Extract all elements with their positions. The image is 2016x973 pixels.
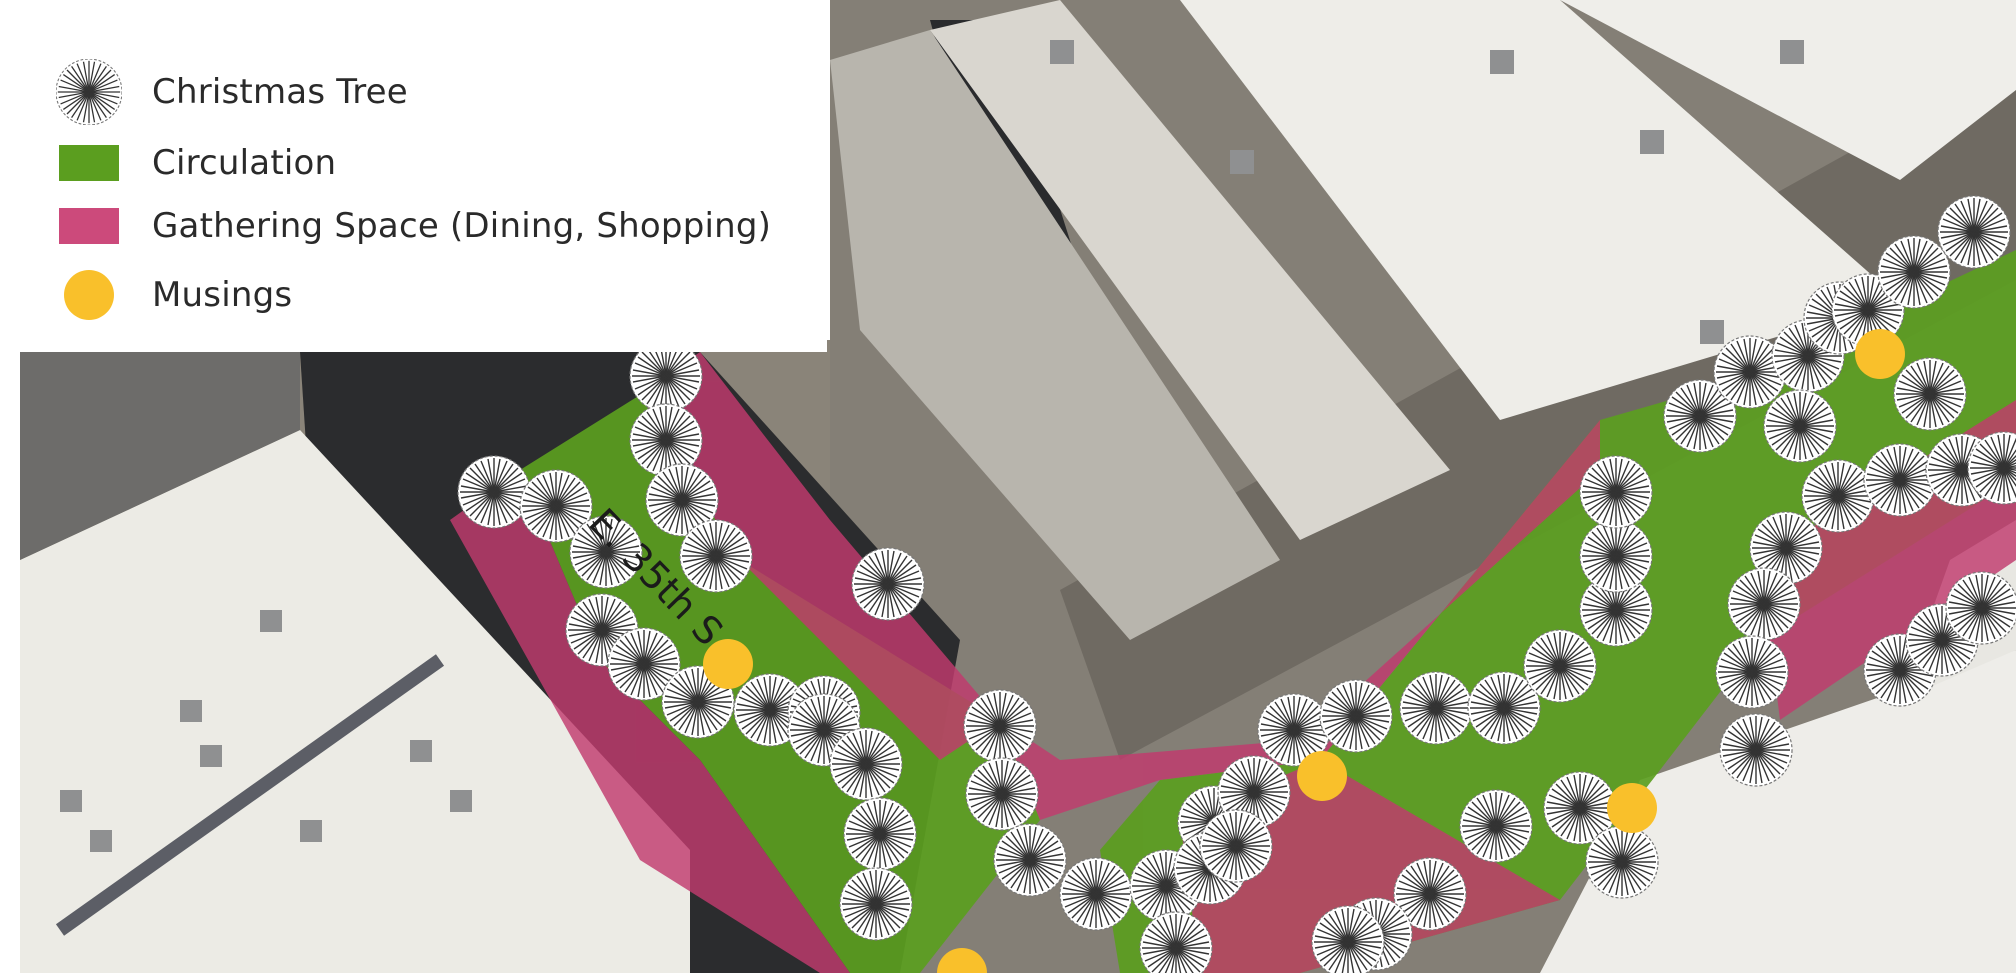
christmas-tree-marker [1399,671,1473,745]
legend-label: Gathering Space (Dining, Shopping) [152,206,772,246]
christmas-tree-marker [965,757,1039,831]
christmas-tree-marker [993,823,1067,897]
christmas-tree-marker [1579,455,1653,529]
christmas-tree-marker [851,547,925,621]
christmas-tree-marker [1763,389,1837,463]
musing-marker [703,639,753,689]
christmas-tree-marker [1523,629,1597,703]
christmas-tree-marker [1801,459,1875,533]
christmas-tree-marker [1945,571,2016,645]
christmas-tree-marker [1863,443,1937,517]
christmas-tree-marker [1311,905,1385,973]
pink-square-icon [56,196,122,256]
christmas-tree-marker [1893,357,1967,431]
christmas-tree-marker [1877,235,1951,309]
christmas-tree-marker [1727,567,1801,641]
musing-marker [1297,751,1347,801]
legend-item-gathering-space: Gathering Space (Dining, Shopping) [56,196,771,256]
musing-marker [1855,329,1905,379]
legend-item-christmas-tree: Christmas Tree [56,59,408,125]
legend-label: Christmas Tree [152,72,408,112]
legend-label: Musings [152,275,293,315]
christmas-tree-marker [963,689,1037,763]
christmas-tree-marker [829,727,903,801]
musing-marker [937,948,987,973]
green-square-icon [56,133,122,193]
christmas-tree-marker [1585,825,1659,899]
tree-icon [56,59,122,125]
christmas-tree-marker [843,797,917,871]
musing-marker [1607,783,1657,833]
legend-item-musings: Musings [56,265,292,325]
legend-item-circulation: Circulation [56,133,336,193]
yellow-circle-icon [56,265,122,325]
christmas-tree-marker [1937,195,2011,269]
legend-label: Circulation [152,143,337,183]
christmas-tree-marker [1459,789,1533,863]
christmas-tree-marker [1719,713,1793,787]
christmas-tree-marker [1059,857,1133,931]
christmas-tree-marker [1715,635,1789,709]
christmas-tree-marker [839,867,913,941]
christmas-tree-marker [457,455,531,529]
christmas-tree-marker [1319,679,1393,753]
christmas-tree-marker [1579,519,1653,593]
legend: Christmas Tree Circulation Gathering Spa… [0,0,827,352]
christmas-tree-marker [1199,809,1273,883]
